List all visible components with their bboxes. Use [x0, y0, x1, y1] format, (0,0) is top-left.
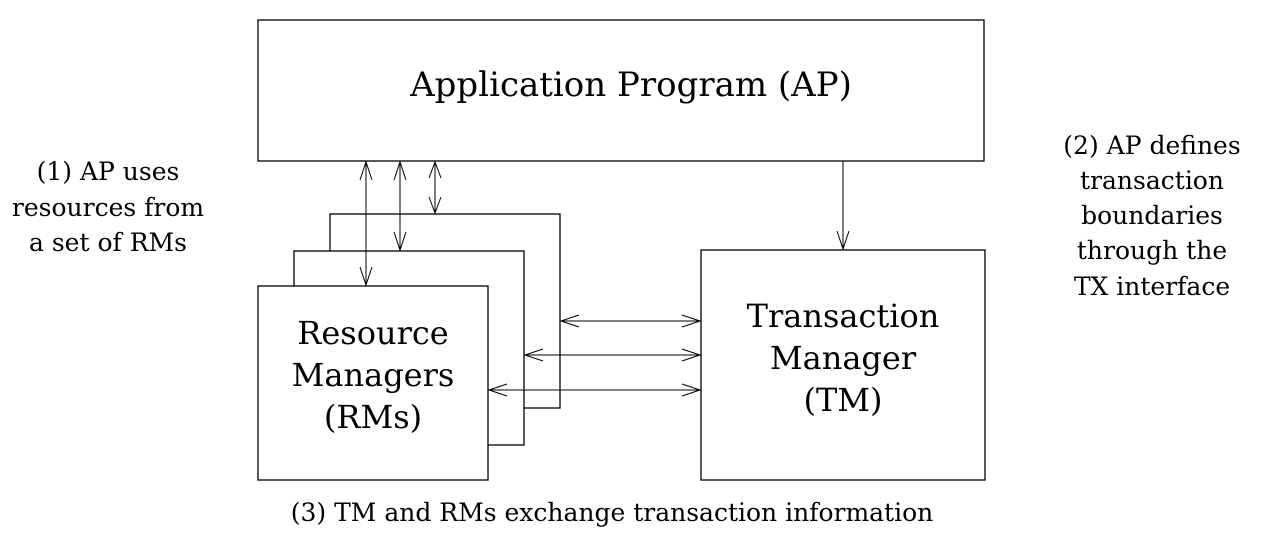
note-1-line2: resources from — [12, 193, 205, 222]
note-1-line3: a set of RMs — [29, 228, 187, 257]
note-2-line3: boundaries — [1081, 201, 1223, 230]
ap-rm-arrow-3 — [428, 160, 442, 215]
note-2-line5: TX interface — [1074, 272, 1230, 301]
transaction-manager-label-line2: Manager — [770, 339, 917, 377]
note-2-line2: transaction — [1080, 166, 1224, 195]
note-2-line1: (2) AP defines — [1063, 131, 1240, 160]
resource-managers-label-line1: Resource — [297, 314, 448, 352]
resource-managers-label-line3: (RMs) — [324, 398, 422, 436]
transaction-manager-label-line3: (TM) — [803, 381, 882, 419]
transaction-manager-label-line1: Transaction — [747, 297, 940, 335]
rm-tm-arrow-3 — [487, 383, 702, 397]
transaction-manager-box — [700, 249, 986, 481]
note-1-line1: (1) AP uses — [37, 157, 180, 186]
resource-managers-label-line2: Managers — [292, 356, 455, 394]
rm-tm-arrow-1 — [559, 314, 702, 328]
application-program-box — [257, 19, 985, 162]
ap-rm-arrow-2 — [393, 160, 407, 252]
application-program-label: Application Program (AP) — [409, 65, 852, 105]
ap-rm-arrow-1 — [359, 160, 373, 287]
resource-manager-box-front — [257, 285, 489, 481]
note-2-line4: through the — [1077, 236, 1227, 265]
rm-tm-arrow-2 — [523, 348, 702, 362]
ap-tm-arrow — [836, 161, 850, 251]
note-3: (3) TM and RMs exchange transaction info… — [291, 498, 934, 527]
